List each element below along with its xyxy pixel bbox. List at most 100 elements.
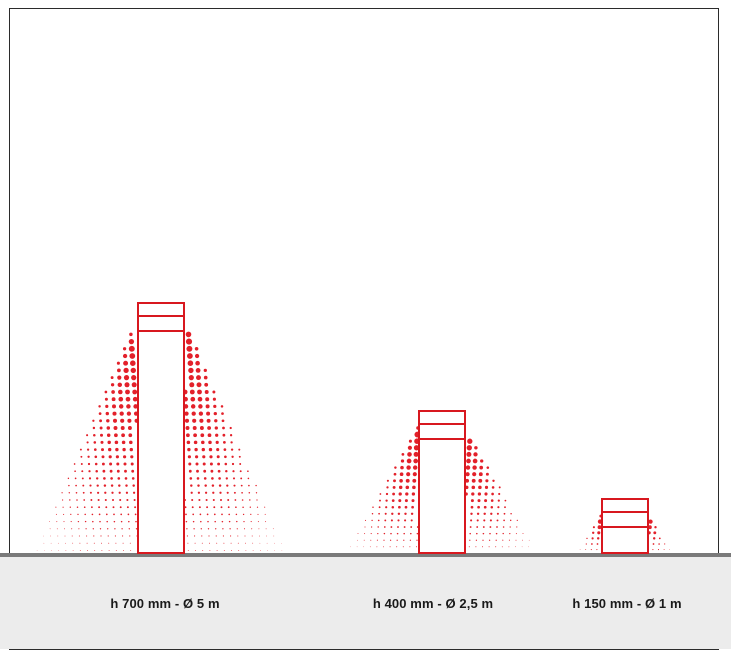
light-dot xyxy=(93,535,95,537)
light-dot xyxy=(465,478,470,483)
light-dot xyxy=(364,519,367,521)
light-dot xyxy=(219,491,222,494)
light-dot xyxy=(101,542,102,544)
light-dot xyxy=(110,477,113,480)
light-dot xyxy=(123,367,129,374)
light-dot xyxy=(216,455,220,459)
light-dot xyxy=(43,542,45,544)
light-dot xyxy=(119,411,124,416)
light-dot xyxy=(92,419,95,422)
light-dot xyxy=(266,542,268,544)
light-dot xyxy=(378,512,380,515)
light-dot xyxy=(81,470,84,473)
light-dot xyxy=(255,484,257,487)
light-dot xyxy=(477,492,482,496)
light-dot xyxy=(509,526,511,528)
light-dot xyxy=(402,546,404,548)
light-dot xyxy=(226,484,229,487)
light-dot xyxy=(107,440,111,445)
lamp-h700-light-cone xyxy=(36,331,283,551)
light-dot xyxy=(482,526,485,528)
light-dot xyxy=(229,426,232,430)
light-dot xyxy=(201,447,205,452)
light-dot xyxy=(205,397,210,402)
light-dot xyxy=(398,505,401,509)
light-dot xyxy=(74,477,77,480)
light-dot xyxy=(222,426,225,430)
light-dot xyxy=(465,465,471,470)
light-dot xyxy=(407,445,412,450)
light-dot xyxy=(201,440,205,445)
light-dot xyxy=(82,484,85,487)
light-dot xyxy=(397,519,400,522)
light-dot xyxy=(503,519,505,522)
light-dot xyxy=(221,419,225,423)
light-dot xyxy=(196,382,202,388)
light-dot xyxy=(198,411,204,416)
light-dot xyxy=(221,513,223,516)
diagram-frame xyxy=(9,8,719,650)
light-dot xyxy=(400,465,404,470)
light-dot xyxy=(471,485,476,490)
light-dot xyxy=(400,459,405,463)
light-dot xyxy=(88,477,92,480)
light-dot xyxy=(118,404,124,409)
light-dot xyxy=(195,549,196,551)
light-dot xyxy=(379,499,381,502)
light-dot xyxy=(119,498,122,502)
light-dot xyxy=(586,537,588,540)
lamp-h400-body xyxy=(418,410,466,554)
light-dot xyxy=(113,426,118,430)
light-dot xyxy=(185,426,190,430)
light-dot xyxy=(50,535,51,537)
light-dot xyxy=(98,506,101,509)
light-dot xyxy=(416,532,419,535)
light-dot xyxy=(386,479,389,482)
light-dot xyxy=(224,462,228,466)
light-dot xyxy=(412,478,417,483)
light-dot xyxy=(232,470,235,473)
light-dot xyxy=(198,404,203,409)
light-dot xyxy=(211,477,214,480)
light-dot xyxy=(118,491,121,494)
light-dot xyxy=(218,477,221,480)
light-dot xyxy=(230,542,232,544)
light-dot xyxy=(409,539,412,541)
light-dot xyxy=(187,542,189,544)
light-dot xyxy=(473,452,478,457)
light-dot xyxy=(112,506,115,509)
light-dot xyxy=(134,506,137,509)
light-dot xyxy=(201,535,203,537)
light-dot xyxy=(483,512,486,516)
light-dot xyxy=(111,390,115,394)
light-dot xyxy=(67,477,70,480)
light-dot xyxy=(413,445,420,451)
light-dot xyxy=(101,448,104,452)
light-dot xyxy=(123,360,129,366)
light-dot xyxy=(228,513,231,516)
light-dot xyxy=(194,353,200,359)
light-dot xyxy=(203,469,207,473)
light-dot xyxy=(193,528,195,530)
light-dot xyxy=(71,528,73,530)
light-dot xyxy=(130,462,134,466)
light-dot xyxy=(79,549,81,551)
light-dot xyxy=(396,539,398,541)
light-dot xyxy=(80,455,83,458)
light-dot xyxy=(210,469,214,473)
light-dot xyxy=(404,519,407,522)
light-dot xyxy=(476,532,478,535)
light-dot xyxy=(385,506,388,509)
light-dot xyxy=(108,549,110,551)
light-dot xyxy=(69,499,71,501)
light-dot xyxy=(121,433,125,438)
light-dot xyxy=(516,519,518,522)
light-dot xyxy=(209,462,213,466)
light-dot xyxy=(122,535,124,537)
light-dot xyxy=(197,491,201,494)
light-dot xyxy=(198,498,201,502)
light-dot xyxy=(482,539,484,541)
light-dot xyxy=(391,512,394,515)
light-dot xyxy=(229,528,231,530)
light-dot xyxy=(243,528,246,530)
